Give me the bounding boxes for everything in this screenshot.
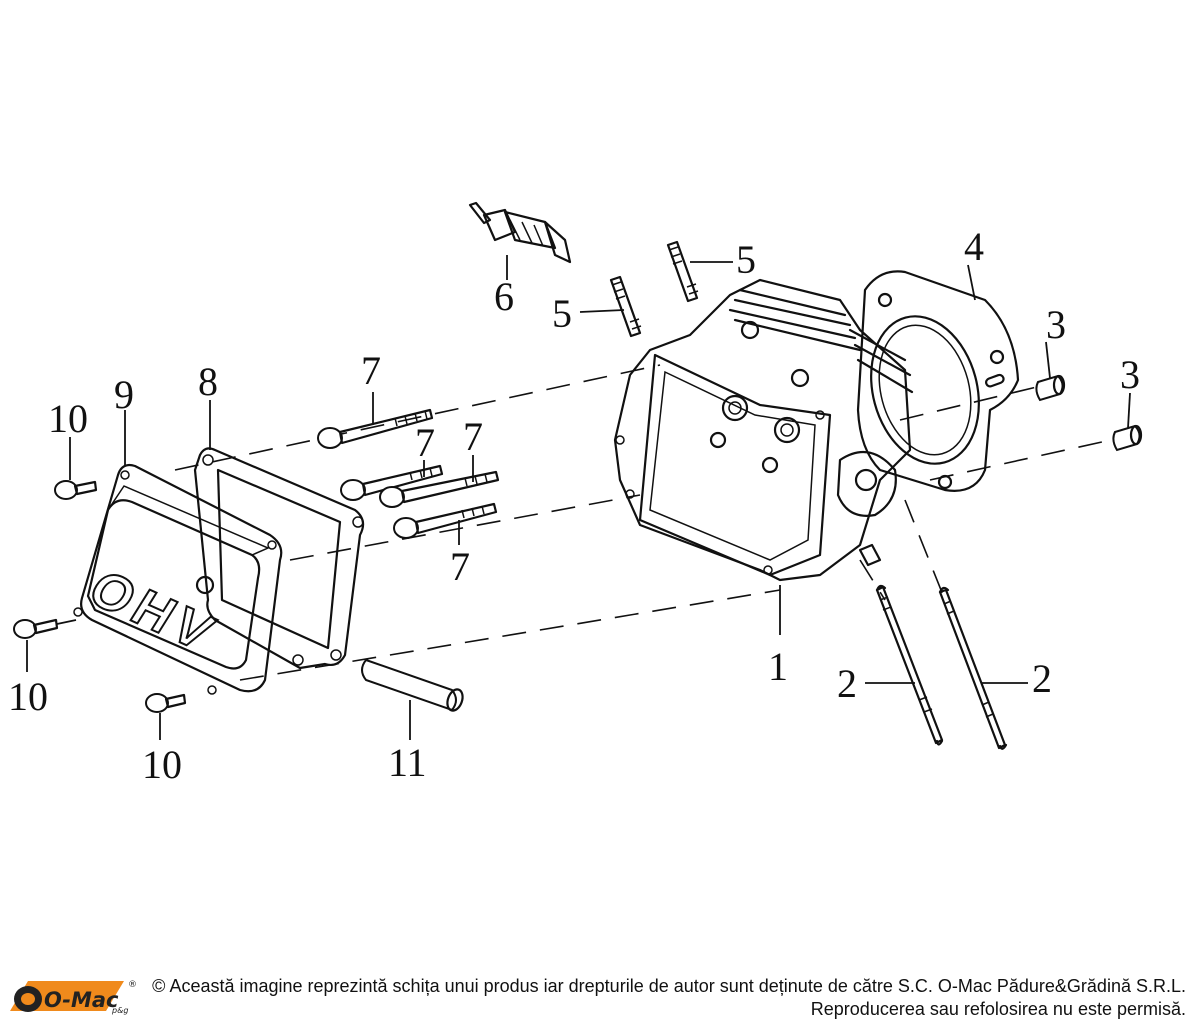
logo-wordmark: O-Mac [44, 988, 119, 1012]
logo-subscript: p&g [111, 1006, 128, 1015]
cover-bolts [13, 480, 187, 713]
callout-10-bottom: 10 [142, 742, 182, 787]
callout-7-right: 7 [463, 414, 483, 459]
cover-gasket [193, 447, 365, 670]
valve-cover: OHV [73, 463, 283, 695]
dowel-pins [1035, 374, 1143, 452]
callout-3-upper: 3 [1046, 302, 1066, 347]
callout-2-left: 2 [837, 661, 857, 706]
copyright-line-2: Reproducerea sau refolosirea nu este per… [810, 999, 1186, 1019]
omac-logo: O-Mac p&g ® [10, 980, 137, 1015]
callout-labels: 1 2 2 3 3 4 5 5 6 7 7 7 7 8 9 10 10 10 1… [8, 224, 1140, 787]
pushrods [875, 584, 1008, 750]
callout-7-middle: 7 [415, 420, 435, 465]
callout-5-left: 5 [552, 291, 572, 336]
callout-11: 11 [388, 740, 427, 785]
copyright-line-1: © Această imagine reprezintă schița unui… [152, 976, 1186, 996]
callout-7-top: 7 [361, 348, 381, 393]
exploded-parts-diagram: OHV [8, 201, 1143, 787]
callout-10-left: 10 [8, 674, 48, 719]
logo-registered-mark: ® [128, 980, 137, 990]
callout-2-right: 2 [1032, 656, 1052, 701]
callout-3-lower: 3 [1120, 352, 1140, 397]
callout-4: 4 [964, 224, 984, 269]
callout-9: 9 [114, 372, 134, 417]
spark-plug [468, 201, 572, 264]
breather-tube [361, 658, 464, 712]
callout-5-right: 5 [736, 237, 756, 282]
bolts [317, 408, 500, 539]
head-gasket [856, 270, 1020, 492]
cylinder-head [613, 278, 914, 582]
callout-8: 8 [198, 359, 218, 404]
callout-10-top: 10 [48, 396, 88, 441]
leader-lines [26, 255, 1131, 740]
callout-7-bottom: 7 [450, 544, 470, 589]
copyright-notice: © Această imagine reprezintă schița unui… [152, 975, 1186, 1021]
copyright-footer: O-Mac p&g ® © Această imagine reprezintă… [0, 965, 1200, 1030]
callout-6: 6 [494, 274, 514, 319]
callout-1: 1 [768, 644, 788, 689]
studs [609, 240, 699, 338]
